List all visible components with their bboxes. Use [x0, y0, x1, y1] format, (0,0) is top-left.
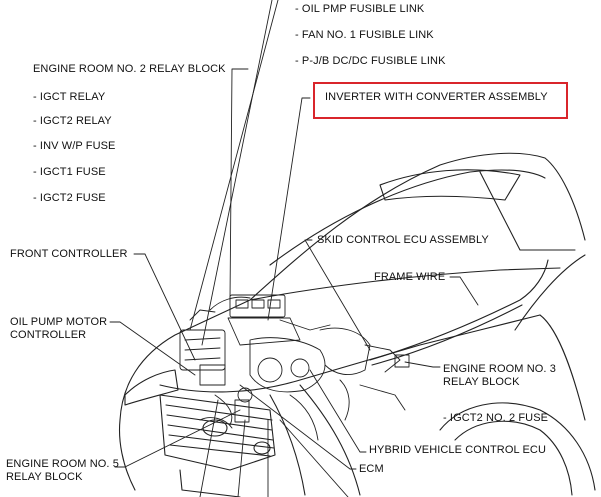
label-engine-room-no5-1: ENGINE ROOM NO. 5: [6, 458, 119, 470]
label-hybrid-vehicle-control-ecu: HYBRID VEHICLE CONTROL ECU: [369, 444, 546, 456]
label-ecm: ECM: [359, 463, 384, 475]
engine-bay: [179, 294, 410, 441]
label-inverter-with-converter-assembly: INVERTER WITH CONVERTER ASSEMBLY: [325, 91, 548, 103]
label-skid-control-ecu-assembly: SKID CONTROL ECU ASSEMBLY: [317, 234, 489, 246]
frame-wire: [369, 259, 549, 366]
label-igct-relay: - IGCT RELAY: [33, 91, 106, 103]
leader-lines: [109, 0, 479, 497]
label-igct2-fuse: - IGCT2 FUSE: [33, 192, 106, 204]
label-igct2-no2-fuse: - IGCT2 NO. 2 FUSE: [443, 412, 549, 424]
label-igct2-relay: - IGCT2 RELAY: [33, 115, 112, 127]
label-front-controller: FRONT CONTROLLER: [10, 248, 128, 260]
label-oil-pump-motor-controller-1: OIL PUMP MOTOR: [10, 316, 108, 328]
label-engine-room-no5-2: RELAY BLOCK: [6, 471, 83, 483]
label-pjb-dcdc-fusible-link: - P-J/B DC/DC FUSIBLE LINK: [295, 55, 446, 67]
label-engine-room-no3-1: ENGINE ROOM NO. 3: [443, 363, 556, 375]
label-inv-wp-fuse: - INV W/P FUSE: [33, 140, 116, 152]
label-oil-pump-motor-controller-2: CONTROLLER: [10, 329, 87, 341]
highlight-box: [313, 82, 568, 119]
label-engine-room-no2-relay-block: ENGINE ROOM NO. 2 RELAY BLOCK: [33, 63, 226, 75]
label-oil-pmp-fusible-link: - OIL PMP FUSIBLE LINK: [295, 3, 425, 15]
label-frame-wire: FRAME WIRE: [374, 271, 446, 283]
label-engine-room-no3-2: RELAY BLOCK: [443, 376, 520, 388]
label-fan-no1-fusible-link: - FAN NO. 1 FUSIBLE LINK: [295, 29, 434, 41]
front-grille: [159, 394, 276, 497]
car-body-outline: [119, 152, 596, 496]
label-igct1-fuse: - IGCT1 FUSE: [33, 166, 106, 178]
headlights: [124, 369, 271, 455]
